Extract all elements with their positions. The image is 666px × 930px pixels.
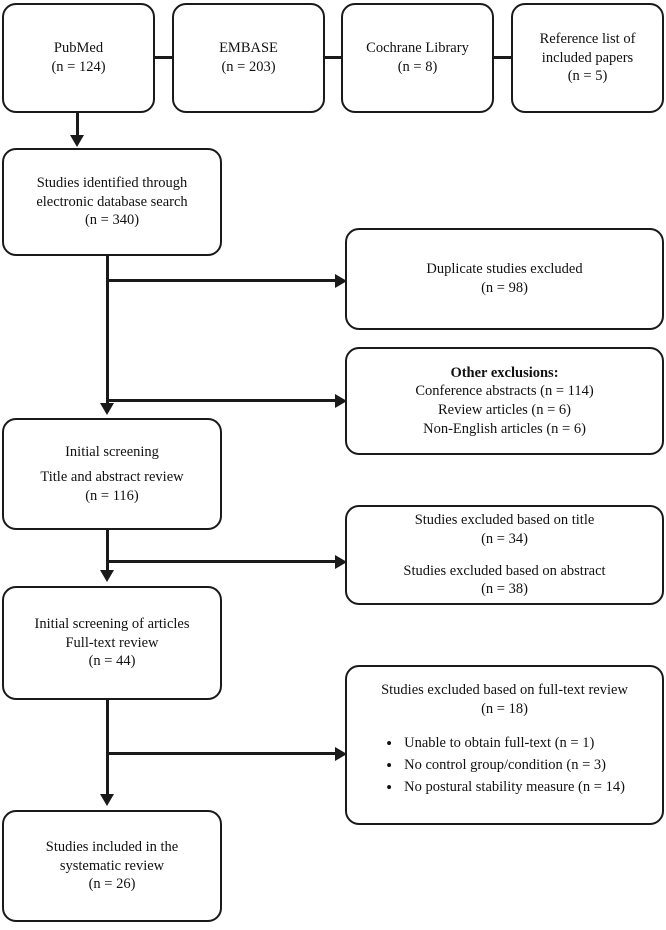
source-box-embase: EMBASE (n = 203) [172,3,325,113]
branch-to-title-abstract-exclusions [106,560,339,563]
exclusion-line-2: Review articles (n = 6) [438,402,571,418]
connector-identified-to-initial-screening [106,256,109,405]
exclusion-count: (n = 18) [481,700,528,717]
exclusion-bullet-list: Unable to obtain full-text (n = 1) No co… [384,732,625,800]
exclusion-count-2: (n = 38) [481,581,528,598]
stage-box-initial-screening: Initial screening Title and abstract rev… [2,418,222,530]
exclusion-line-2: Studies excluded based on abstract [403,562,606,579]
stage-count: (n = 116) [85,487,139,504]
stage-line-1: Initial screening [65,443,159,460]
connector-sources-to-identified [76,113,79,137]
branch-to-other-exclusions [106,399,339,402]
arrowhead-branch-to-duplicates [335,274,347,288]
stage-line-1: Studies identified through [36,175,188,192]
connector-initial-to-fulltext-screening [106,530,109,571]
exclusion-box-duplicates: Duplicate studies excluded (n = 98) [345,228,664,330]
exclusion-count-1: (n = 34) [481,530,528,547]
exclusion-count: (n = 98) [481,280,528,296]
arrowhead-sources-to-identified [70,135,84,147]
stage-count: (n = 26) [88,876,136,893]
source-count: (n = 124) [51,59,106,75]
source-name: EMBASE [219,40,278,57]
branch-to-fulltext-exclusions [106,752,339,755]
arrowhead-branch-to-fulltext-exclusions [335,747,347,761]
arrowhead-branch-to-title-abstract-exclusions [335,555,347,569]
source-name: PubMed [53,40,104,57]
source-count: (n = 203) [221,59,276,75]
source-name-cont: included papers [541,49,634,66]
stage-box-fulltext-screening: Initial screening of articles Full-text … [2,586,222,700]
stage-count: (n = 44) [88,653,136,670]
exclusion-box-fulltext: Studies excluded based on full-text revi… [345,665,664,825]
stage-line-2: electronic database search [36,193,188,210]
source-box-cochrane: Cochrane Library (n = 8) [341,3,494,113]
stage-line-1: Studies included in the [45,839,179,856]
arrowhead-initial-to-fulltext-screening [100,570,114,582]
connector-cochrane-reference [492,56,513,59]
connector-fulltext-to-included [106,700,109,795]
source-name: Reference list of [539,31,636,48]
source-box-reference-list: Reference list of included papers (n = 5… [511,3,664,113]
exclusion-line-1: Studies excluded based on title [414,512,595,528]
exclusion-heading: Other exclusions: [450,364,559,381]
stage-line-2: Title and abstract review [40,469,184,486]
exclusion-bullet-item: Unable to obtain full-text (n = 1) [384,732,625,756]
stage-box-identified: Studies identified through electronic da… [2,148,222,256]
connector-pubmed-embase [153,56,174,59]
stage-line-1: Initial screening of articles [34,616,190,633]
exclusion-box-other: Other exclusions: Conference abstracts (… [345,347,664,455]
stage-box-included: Studies included in the systematic revie… [2,810,222,922]
stage-line-2: Full-text review [65,634,159,651]
stage-line-2: systematic review [59,857,165,874]
source-name: Cochrane Library [366,40,469,57]
source-count: (n = 5) [567,68,608,85]
stage-count: (n = 340) [84,212,140,229]
exclusion-bullet-item: No control group/condition (n = 3) [384,754,625,778]
exclusion-line-1: Conference abstracts (n = 114) [415,383,594,400]
exclusion-line-1: Duplicate studies excluded [426,261,583,278]
exclusion-bullet-item: No postural stability measure (n = 14) [384,776,625,800]
source-box-pubmed: PubMed (n = 124) [2,3,155,113]
source-count: (n = 8) [397,59,438,75]
arrowhead-identified-to-initial-screening [100,403,114,415]
exclusion-box-title-abstract: Studies excluded based on title (n = 34)… [345,505,664,605]
exclusion-line-1: Studies excluded based on full-text revi… [381,682,628,698]
exclusion-line-3: Non-English articles (n = 6) [423,420,586,437]
branch-to-duplicates [106,279,339,282]
arrowhead-branch-to-other-exclusions [335,394,347,408]
arrowhead-fulltext-to-included [100,794,114,806]
connector-embase-cochrane [323,56,343,59]
